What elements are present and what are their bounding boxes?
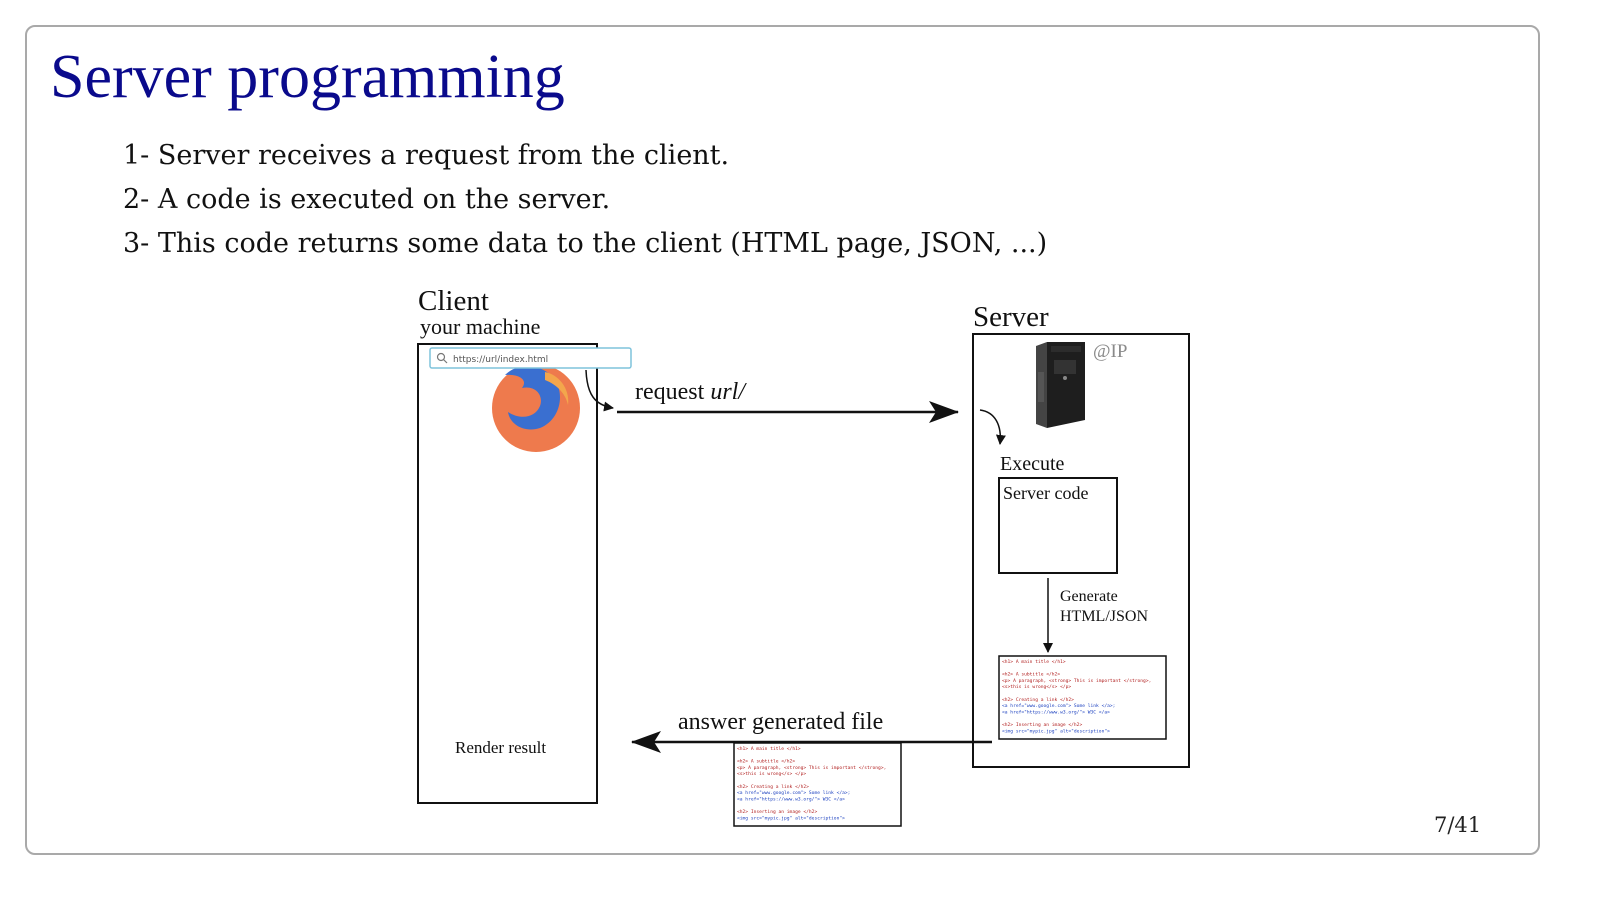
firefox-icon: [492, 364, 580, 452]
generate-label-line1: Generate: [1060, 588, 1118, 605]
slide-title: Server programming: [50, 43, 565, 111]
search-icon: [436, 352, 448, 364]
execute-curve-arrow: [979, 409, 1006, 445]
code-line: <img src="mypic.jpg" alt="description">: [1002, 728, 1110, 734]
code-line: <h1> A main title </h1>: [737, 746, 801, 752]
slide-frame: [25, 25, 1540, 855]
code-line: <h2> A subtitle </h2>: [737, 759, 795, 765]
server-tower-icon: [1036, 342, 1085, 428]
server-generated-document: [998, 655, 1167, 740]
code-line: <a href="www.google.com"> Some link </a>…: [1002, 703, 1115, 709]
code-line: <h1> A main title </h1>: [1002, 659, 1066, 665]
request-curve-arrow: [585, 369, 614, 412]
server-ip-label: @IP: [1093, 341, 1127, 362]
code-line: <p> A paragraph, <strong> This is import…: [737, 765, 886, 771]
server-code-label: Server code: [1003, 483, 1088, 503]
code-line: <a href="https://www.w3.org/"> W3C </a>: [1002, 709, 1110, 715]
code-line: <p> A paragraph, <strong> This is import…: [1002, 678, 1151, 684]
answer-code-snippet: <h1> A main title </h1> <h2> A subtitle <…: [737, 746, 886, 821]
bullet-list: 1- Server receives a request from the cl…: [123, 138, 1047, 270]
render-result-label: Render result: [455, 738, 546, 757]
code-line: <s>this is wrong</s> </p>: [1002, 684, 1071, 690]
url-bar-text: https://url/index.html: [453, 355, 548, 365]
execute-label: Execute: [1000, 453, 1065, 475]
code-line: <h2> Creating a link </h2>: [737, 784, 809, 790]
answer-document: [733, 742, 902, 827]
answer-label: answer generated file: [678, 709, 883, 735]
client-subtitle: your machine: [420, 314, 540, 339]
code-line: <h2> A subtitle </h2>: [1002, 672, 1060, 678]
code-line: <a href="www.google.com"> Some link </a>…: [737, 790, 850, 796]
code-line: <h2> Inserting an image </h2>: [737, 809, 817, 815]
code-line: <img src="mypic.jpg" alt="description">: [737, 815, 845, 821]
server-title: Server: [973, 301, 1049, 333]
client-title: Client: [418, 285, 489, 317]
server-code-snippet: <h1> A main title </h1> <h2> A subtitle <…: [1002, 659, 1151, 734]
url-bar[interactable]: [429, 347, 632, 369]
page-number: 7/41: [1434, 813, 1482, 837]
generate-label-line2: HTML/JSON: [1060, 608, 1148, 625]
code-line: <s>this is wrong</s> </p>: [737, 771, 806, 777]
server-code-box: [998, 477, 1118, 574]
request-label: request url/: [635, 379, 747, 405]
bullet-item: 2- A code is executed on the server.: [123, 184, 611, 215]
bullet-item: 1- Server receives a request from the cl…: [123, 140, 730, 171]
bullet-item: 3- This code returns some data to the cl…: [123, 228, 1048, 259]
code-line: <a href="https://www.w3.org/"> W3C </a>: [737, 796, 845, 802]
code-line: <h2> Creating a link </h2>: [1002, 697, 1074, 703]
code-line: <h2> Inserting an image </h2>: [1002, 722, 1082, 728]
